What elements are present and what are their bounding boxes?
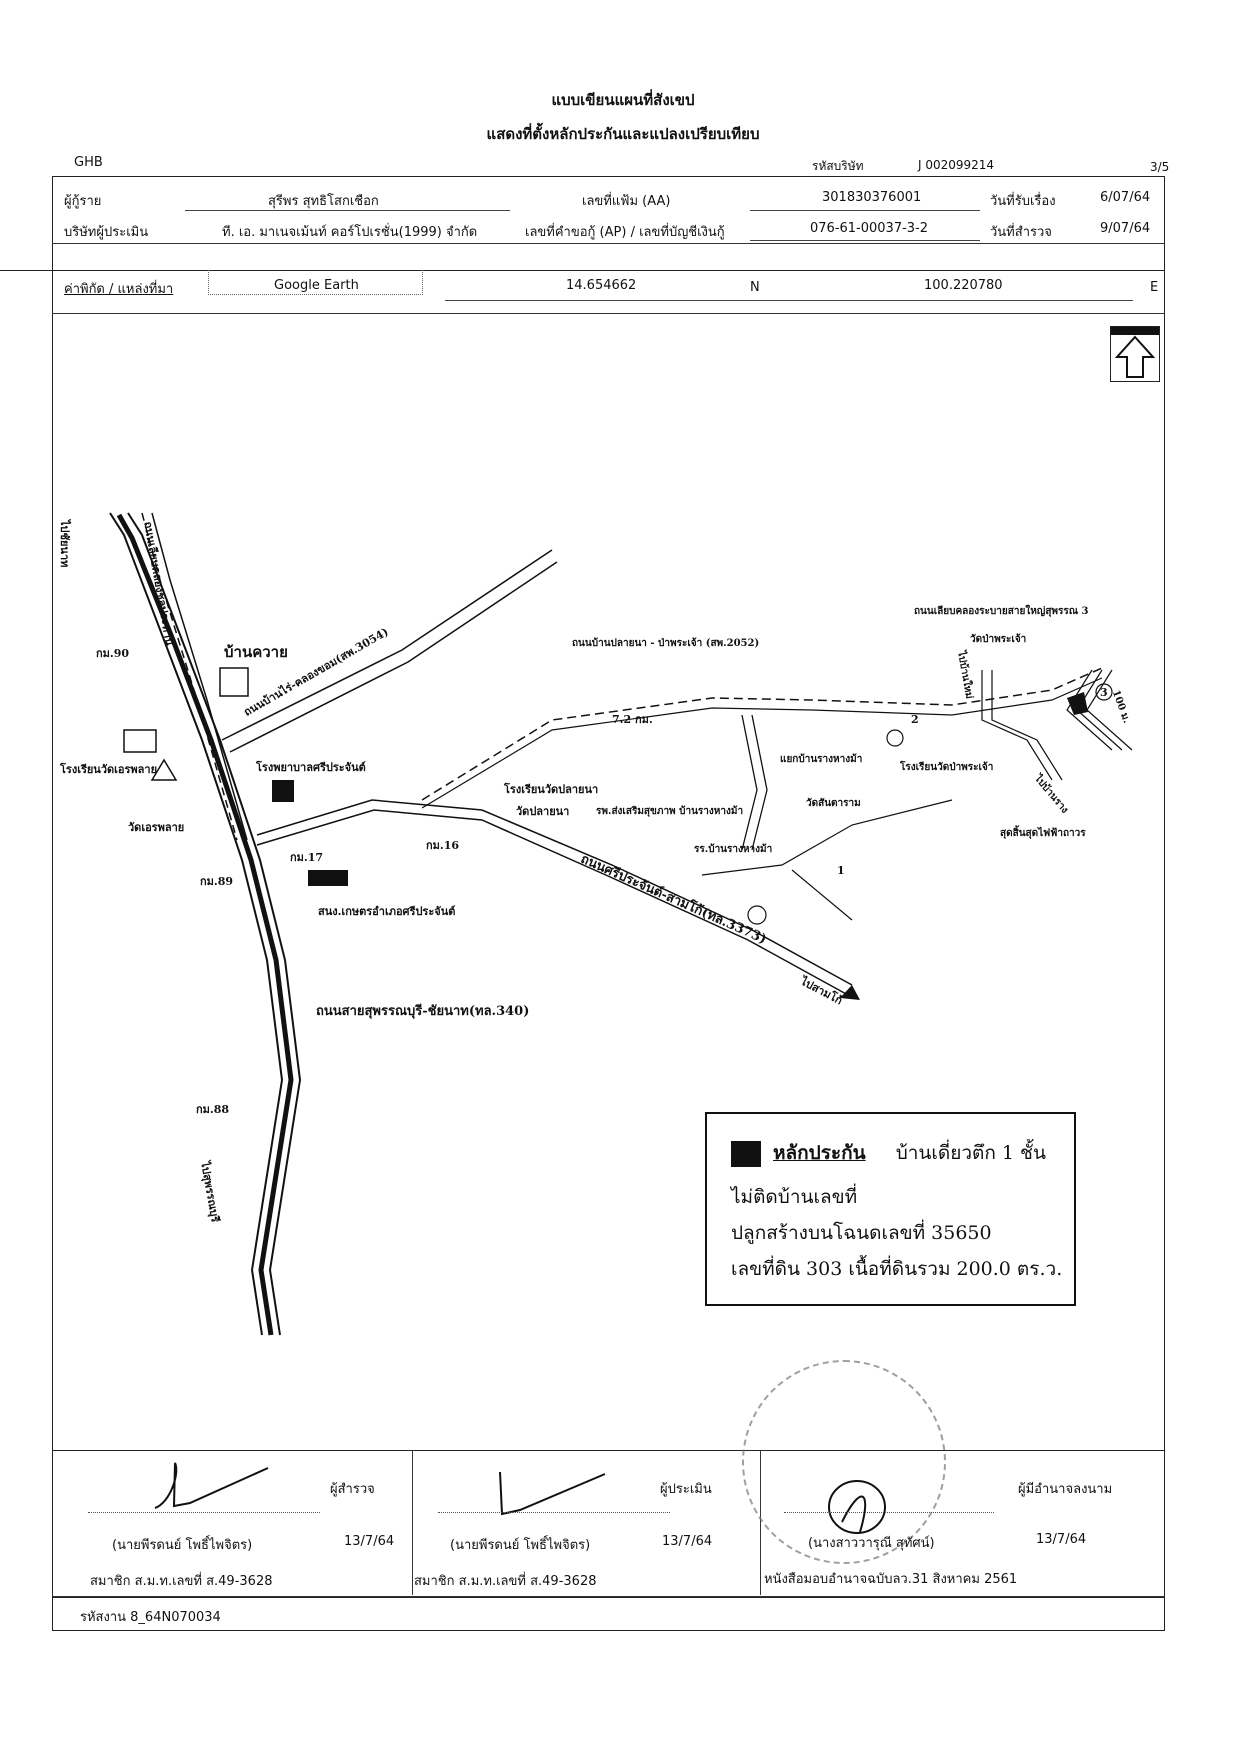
location-map <box>109 512 1133 1336</box>
canal-road <box>141 512 238 841</box>
loan-no-label: เลขที่คำขอกู้ (AP) / เลขที่บัญชีเงินกู้ <box>525 225 725 240</box>
label-marker-2: 2 <box>911 713 919 726</box>
building-icon <box>219 667 249 697</box>
label-school-plaina: โรงเรียนวัดปลายนา <box>504 783 599 796</box>
label-marker-3: 3 <box>1100 686 1108 699</box>
longitude: 100.220780 <box>924 278 1003 293</box>
label-wat-erawlai: วัดเอรพลาย <box>128 821 185 834</box>
divider <box>52 1450 1165 1451</box>
road-3054 <box>221 549 553 741</box>
borrower-name: สุรีพร สุทธิโสกเชือก <box>268 194 379 209</box>
collateral-marker-icon <box>731 1141 761 1167</box>
temple-icon <box>150 758 178 781</box>
company-seal <box>742 1360 946 1564</box>
latitude: 14.654662 <box>566 278 637 293</box>
survey-date: 9/07/64 <box>1100 221 1151 236</box>
highway-340 <box>109 512 302 1336</box>
page-number: 3/5 <box>1150 160 1170 174</box>
collateral-heading: หลักประกัน <box>773 1142 866 1164</box>
label-road-340: ถนนสายสุพรรณบุรี-ชัยนาท(ทล.340) <box>316 1004 530 1019</box>
latitude-dir: N <box>750 280 760 295</box>
label-health-center: รพ.ส่งเสริมสุขภาพ บ้านรางหางม้า <box>596 806 744 817</box>
hospital-icon <box>272 780 294 802</box>
coord-label: ค่าพิกัด / แหล่งที่มา <box>64 282 174 297</box>
collateral-marker <box>1067 692 1088 715</box>
label-to-chainat: ไปชัยนาท <box>58 520 71 568</box>
label-marker-1: 1 <box>837 864 845 877</box>
longitude-dir: E <box>1150 280 1159 295</box>
appraiser-signature-icon <box>499 1471 606 1516</box>
label-school-rang: รร.บ้านรางหางม้า <box>694 844 773 855</box>
label-km90: กม.90 <box>96 647 130 660</box>
document-subtitle: แสดงที่ตั้งหลักประกันและแปลงเปรียบเทียบ <box>486 125 760 143</box>
collateral-deed: ปลูกสร้างบนโฉนดเลขที่ 35650 <box>731 1222 992 1244</box>
authorized-name: (นางสาววารุณี สุทัศน์) <box>808 1536 935 1551</box>
surveyor-date: 13/7/64 <box>344 1534 395 1549</box>
office-icon <box>308 870 348 886</box>
document-title: แบบเขียนแผนที่สังเขป <box>551 91 695 109</box>
appraiser-name: (นายพีรดนย์ โพธิ์ไพจิตร) <box>450 1538 591 1553</box>
label-road-2052: ถนนบ้านปลายนา - ป่าพระเจ้า (สพ.2052) <box>572 638 760 649</box>
surveyor-name: (นายพีรดนย์ โพธิ์ไพจิตร) <box>112 1538 253 1553</box>
collateral-address: ไม่ติดบ้านเลขที่ <box>731 1186 858 1208</box>
job-code: รหัสงาน 8_64N070034 <box>80 1610 221 1625</box>
divider <box>52 243 1165 244</box>
authorized-role: ผู้มีอำนาจลงนาม <box>1018 1482 1113 1497</box>
road-2052 <box>421 667 1103 801</box>
received-label: วันที่รับเรื่อง <box>990 194 1056 209</box>
label-distance-72: 7.2 กม. <box>612 713 653 726</box>
appraiser-company-label: บริษัทผู้ประเมิน <box>64 225 149 240</box>
label-school-erawlai: โรงเรียนวัดเอรพลาย <box>60 763 158 776</box>
loan-no: 076-61-00037-3-2 <box>810 221 929 236</box>
divider <box>0 270 1165 271</box>
label-school-papra: โรงเรียนวัดป่าพระเจ้า <box>900 762 994 773</box>
canal-road-edge <box>151 512 248 841</box>
document-frame <box>52 176 1165 1598</box>
collateral-box: หลักประกัน บ้านเดี่ยวตึก 1 ชั้น ไม่ติดบ้… <box>705 1112 1076 1306</box>
appraiser-role: ผู้ประเมิน <box>660 1482 712 1497</box>
surveyor-role: ผู้สำรวจ <box>330 1482 375 1497</box>
borrower-label: ผู้กู้ราย <box>64 194 102 209</box>
company-code: J 002099214 <box>918 158 995 172</box>
school-icon <box>123 729 157 753</box>
label-agri-office: สนง.เกษตรอำเภอศรีประจันต์ <box>318 905 456 918</box>
org-code: GHB <box>74 155 103 170</box>
company-code-label: รหัสบริษัท <box>812 159 864 173</box>
label-junction: แยกบ้านรางหางม้า <box>780 754 863 765</box>
road-3373 <box>256 799 853 986</box>
survey-label: วันที่สำรวจ <box>990 225 1052 240</box>
coord-source: Google Earth <box>274 278 359 293</box>
surveyor-member: สมาชิก ส.ม.ท.เลขที่ ส.49-3628 <box>90 1574 273 1589</box>
label-km17: กม.17 <box>290 851 324 864</box>
authorized-signature-icon <box>828 1480 886 1534</box>
north-arrow-icon <box>1110 326 1160 382</box>
appraiser-date: 13/7/64 <box>662 1534 713 1549</box>
label-end-power: สุดสิ้นสุดไฟฟ้าถาวร <box>1000 828 1086 839</box>
authorized-date: 13/7/64 <box>1036 1532 1087 1547</box>
file-no: 301830376001 <box>822 190 922 205</box>
label-hospital: โรงพยาบาลศรีประจันต์ <box>256 761 366 774</box>
received-date: 6/07/64 <box>1100 190 1151 205</box>
divider <box>52 313 1165 314</box>
label-km89: กม.89 <box>200 875 234 888</box>
appraiser-member: สมาชิก ส.ม.ท.เลขที่ ส.49-3628 <box>414 1574 597 1589</box>
appraiser-company: ที. เอ. มาเนจเม้นท์ คอร์โปเรชั่น(1999) จ… <box>222 225 478 240</box>
label-km88: กม.88 <box>196 1103 230 1116</box>
label-road-canal3: ถนนเลียบคลองระบายสายใหญ่สุพรรณ 3 <box>914 606 1089 617</box>
label-ban-kwai: บ้านควาย <box>224 643 288 661</box>
surveyor-signature-icon <box>154 1462 269 1509</box>
collateral-type: บ้านเดี่ยวตึก 1 ชั้น <box>895 1142 1046 1164</box>
collateral-land: เลขที่ดิน 303 เนื้อที่ดินรวม 200.0 ตร.ว. <box>731 1258 1063 1280</box>
label-wat-plaina: วัดปลายนา <box>516 805 570 818</box>
authorized-letter: หนังสือมอบอำนาจฉบับลว.31 สิงหาคม 2561 <box>764 1572 1018 1587</box>
label-wat-santaram: วัดสันตาราม <box>806 798 861 809</box>
label-km16: กม.16 <box>426 839 460 852</box>
label-wat-papra: วัดป่าพระเจ้า <box>970 634 1027 645</box>
file-no-label: เลขที่แฟ้ม (AA) <box>582 194 671 209</box>
